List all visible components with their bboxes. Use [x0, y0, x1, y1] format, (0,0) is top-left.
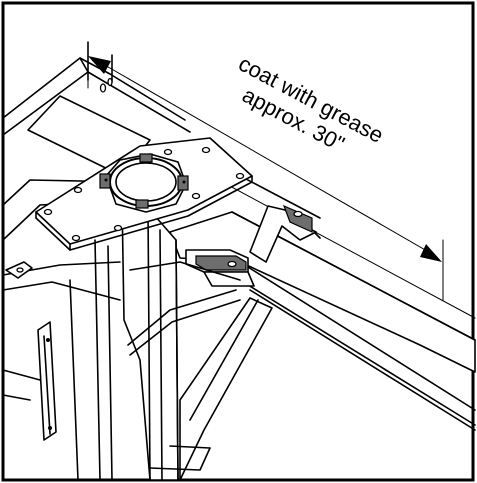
dimension-arrow-start — [88, 56, 111, 74]
dimension-line — [87, 41, 444, 301]
z-bracket — [249, 204, 317, 263]
central-post — [121, 199, 241, 481]
dimension-arrow-end — [420, 244, 442, 262]
slotted-strap — [37, 321, 57, 441]
left-leg — [2, 239, 121, 481]
bearing-ring — [99, 153, 189, 213]
spacer-blocks — [185, 249, 255, 287]
grease-annotation: coat with grease approx. 30" — [235, 51, 388, 157]
lower-diagonal-brace — [149, 297, 273, 481]
